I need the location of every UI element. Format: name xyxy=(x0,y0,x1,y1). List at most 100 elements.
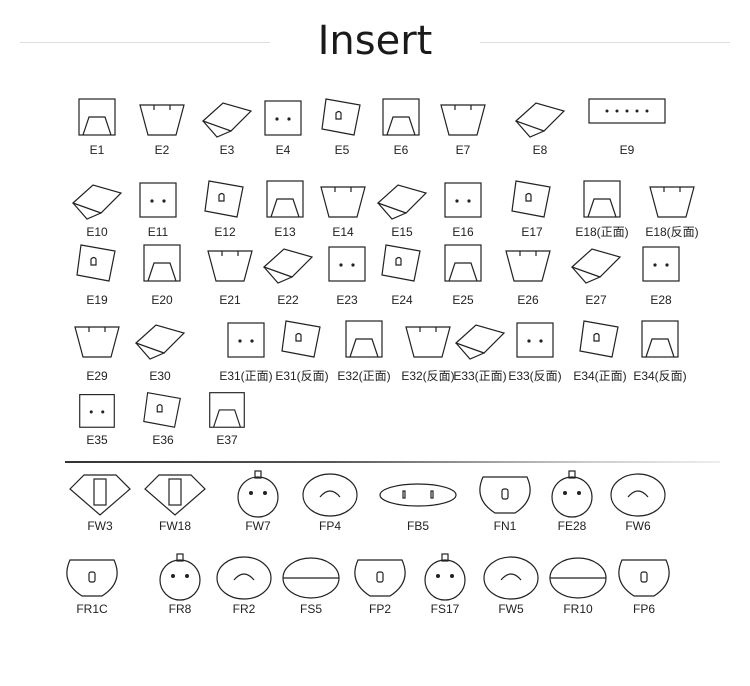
insert-shape-icon xyxy=(579,320,619,358)
insert-shape-icon xyxy=(78,98,116,136)
insert-label: FW6 xyxy=(625,519,651,533)
insert-label: E36 xyxy=(152,433,174,447)
insert-shape-icon xyxy=(551,470,593,518)
insert-shape-icon xyxy=(354,559,406,597)
insert-label: E22 xyxy=(277,293,299,307)
insert-label: E11 xyxy=(147,225,169,239)
insert-item: E4 xyxy=(243,91,323,157)
insert-item: E31(反面) xyxy=(262,313,342,383)
insert-item: E24 xyxy=(362,237,442,307)
insert-shape-icon xyxy=(74,326,120,358)
insert-label: E14 xyxy=(332,225,354,239)
insert-item: E18(正面) xyxy=(562,173,642,239)
section-divider xyxy=(65,461,720,463)
insert-label: E31(反面) xyxy=(275,369,329,383)
insert-item: FR10 xyxy=(538,552,618,616)
insert-item: FS17 xyxy=(405,552,485,616)
insert-label: E28 xyxy=(650,293,672,307)
insert-label: E32(正面) xyxy=(337,369,391,383)
insert-item: FR8 xyxy=(140,552,220,616)
insert-label: E17 xyxy=(521,225,543,239)
insert-shape-icon xyxy=(302,473,358,517)
insert-label: E1 xyxy=(89,143,105,157)
insert-item: E20 xyxy=(122,237,202,307)
insert-item: E28 xyxy=(621,237,701,307)
insert-item: E7 xyxy=(423,91,503,157)
insert-item: E18(反面) xyxy=(632,173,712,239)
insert-label: FE28 xyxy=(557,519,587,533)
insert-label: FR8 xyxy=(168,602,192,616)
insert-item: E11 xyxy=(118,173,198,239)
insert-label: E31(正面) xyxy=(219,369,273,383)
insert-shape-icon xyxy=(237,470,279,518)
insert-shape-icon xyxy=(76,244,116,282)
insert-shape-icon xyxy=(69,474,131,516)
insert-item: E32(反面) xyxy=(388,313,468,383)
insert-shape-icon xyxy=(216,556,272,600)
insert-label: FW3 xyxy=(87,519,113,533)
insert-item: E36 xyxy=(123,385,203,447)
insert-shape-icon xyxy=(483,556,539,600)
insert-label: E13 xyxy=(274,225,296,239)
insert-item: E34(反面) xyxy=(620,313,700,383)
insert-shape-icon xyxy=(570,248,622,284)
title-rule-left xyxy=(20,42,270,43)
insert-shape-icon xyxy=(159,553,201,601)
insert-item: E30 xyxy=(120,313,200,383)
insert-shape-icon xyxy=(381,244,421,282)
insert-label: E7 xyxy=(455,143,471,157)
insert-shape-icon xyxy=(505,250,551,282)
insert-shape-icon xyxy=(207,250,253,282)
insert-item: E31(正面) xyxy=(206,313,286,383)
insert-item: E35 xyxy=(57,385,137,447)
insert-item: E37 xyxy=(187,385,267,447)
title-rule-right xyxy=(480,42,730,43)
insert-label: FS5 xyxy=(299,602,322,616)
insert-item: E17 xyxy=(492,173,572,239)
insert-label: FR10 xyxy=(563,602,593,616)
insert-label: E15 xyxy=(391,225,413,239)
insert-item: FW3 xyxy=(60,469,140,533)
insert-shape-icon xyxy=(139,182,177,218)
insert-shape-icon xyxy=(345,320,383,358)
insert-label: E12 xyxy=(214,225,236,239)
insert-shape-icon xyxy=(201,102,253,138)
insert-item: FP4 xyxy=(290,469,370,533)
insert-item: E10 xyxy=(57,173,137,239)
insert-label: E25 xyxy=(452,293,474,307)
insert-item: E23 xyxy=(307,237,387,307)
insert-shape-icon xyxy=(204,180,244,218)
insert-shape-icon xyxy=(262,248,314,284)
insert-label: E20 xyxy=(151,293,173,307)
insert-shape-icon xyxy=(440,104,486,136)
insert-label: FW7 xyxy=(245,519,271,533)
insert-item: E21 xyxy=(190,237,270,307)
insert-label: FN1 xyxy=(493,519,517,533)
insert-label: E16 xyxy=(452,225,474,239)
insert-label: FS17 xyxy=(430,602,460,616)
insert-shape-icon xyxy=(143,244,181,282)
page-title: Insert xyxy=(317,18,433,64)
insert-shape-icon xyxy=(642,246,680,282)
insert-label: E6 xyxy=(393,143,409,157)
insert-label: E37 xyxy=(216,433,238,447)
insert-shape-icon xyxy=(382,98,420,136)
insert-item: E12 xyxy=(185,173,265,239)
insert-label: FP4 xyxy=(318,519,341,533)
insert-label: E4 xyxy=(275,143,291,157)
insert-shape-icon xyxy=(424,553,466,601)
insert-label: E8 xyxy=(532,143,548,157)
insert-shape-icon xyxy=(444,182,482,218)
insert-shape-icon xyxy=(66,559,118,597)
insert-shape-icon xyxy=(144,474,206,516)
insert-shape-icon xyxy=(134,324,186,360)
insert-label: FR1C xyxy=(76,602,108,616)
insert-item: FW18 xyxy=(135,469,215,533)
insert-item: E26 xyxy=(488,237,568,307)
insert-shape-icon xyxy=(281,320,321,358)
insert-item: E33(反面) xyxy=(495,313,575,383)
insert-shape-icon xyxy=(610,473,666,517)
insert-item: FW5 xyxy=(471,552,551,616)
insert-item: E33(正面) xyxy=(440,313,520,383)
insert-shape-icon xyxy=(454,324,506,360)
